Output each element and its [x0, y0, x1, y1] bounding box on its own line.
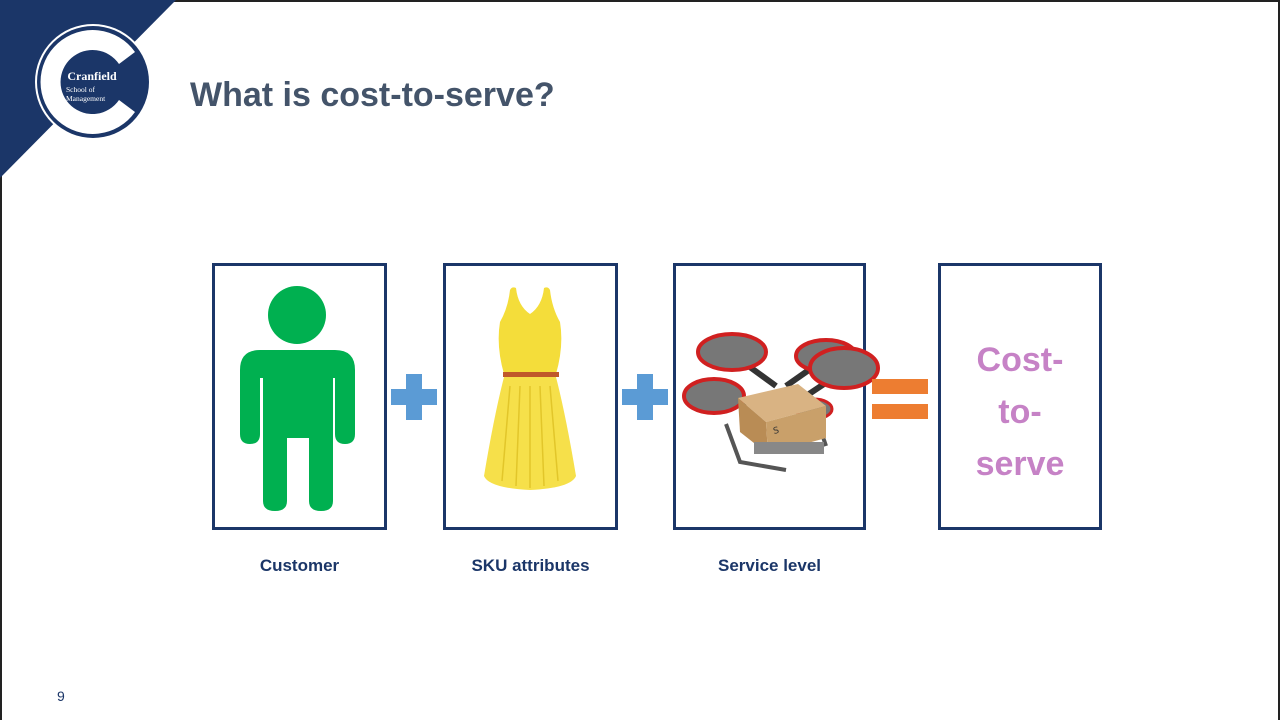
frame-left — [0, 0, 2, 720]
cost-to-serve-text: Cost- to- serve — [941, 334, 1099, 490]
customer-box — [212, 263, 387, 530]
result-line-1: Cost- — [976, 341, 1064, 379]
sku-attributes-label: SKU attributes — [471, 556, 590, 575]
cranfield-logo-icon: Cranfield School of Management — [35, 24, 151, 140]
person-icon — [240, 286, 355, 511]
customer-label: Customer — [259, 556, 340, 575]
delivery-drone-image: S — [682, 332, 880, 472]
corner-logo-panel: Cranfield School of Management — [0, 0, 176, 178]
page-title: What is cost-to-serve? — [190, 76, 555, 114]
service-level-box: S — [673, 263, 880, 530]
logo-brand-text: Cranfield — [67, 69, 117, 83]
sku-attributes-box — [443, 263, 618, 530]
page-number: 9 — [57, 688, 65, 704]
logo-line3-text: Management — [66, 94, 106, 103]
plus-icon — [622, 374, 668, 420]
frame-top — [0, 0, 1280, 2]
svg-text:S: S — [772, 426, 780, 437]
service-level-label: Service level — [717, 556, 822, 575]
yellow-dress-image — [484, 287, 576, 490]
frame-right — [1278, 0, 1280, 720]
plus-icon — [391, 374, 437, 420]
result-line-2: to- — [998, 393, 1042, 431]
result-line-3: serve — [975, 445, 1065, 483]
logo-line2-text: School of — [66, 85, 95, 94]
cost-to-serve-box: Cost- to- serve — [938, 263, 1102, 530]
equals-icon — [872, 379, 928, 419]
